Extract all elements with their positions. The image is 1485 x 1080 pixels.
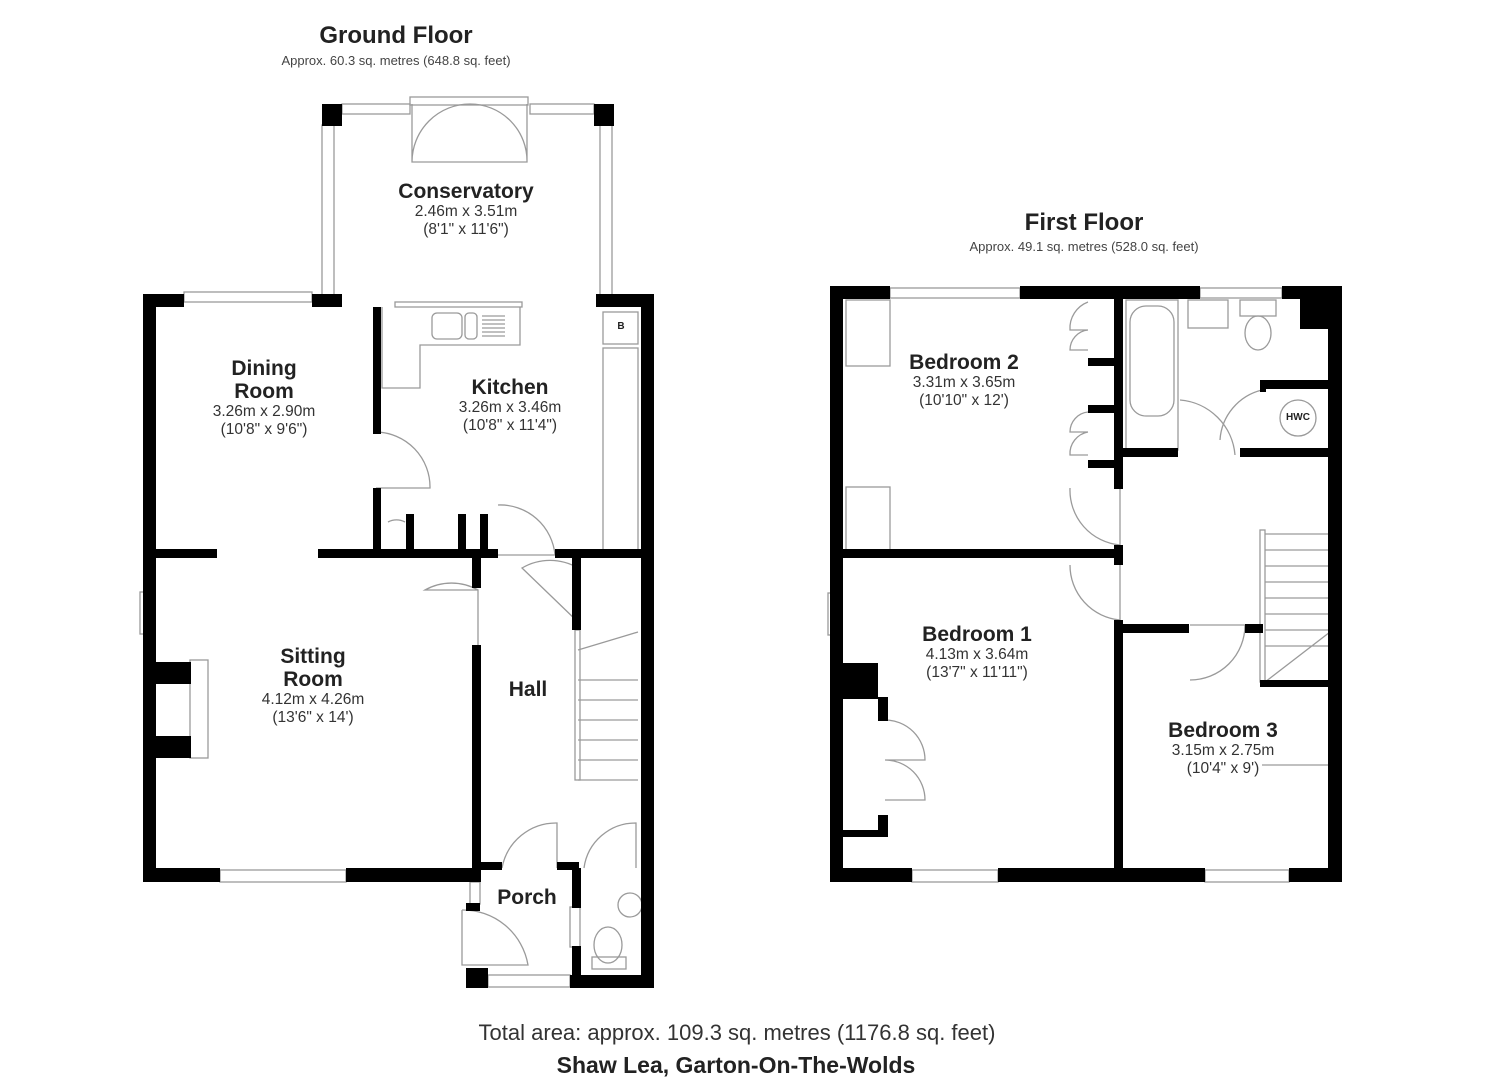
room-name: Bedroom 1 xyxy=(922,623,1032,646)
window xyxy=(321,124,335,296)
room-metric: 3.26m x 2.90m xyxy=(212,403,316,420)
room-bedroom-1: Bedroom 1 4.13m x 3.64m (13'7" x 11'11") xyxy=(922,623,1032,682)
first-floor-area: Approx. 49.1 sq. metres (528.0 sq. feet) xyxy=(969,239,1199,254)
window xyxy=(341,103,411,115)
room-imperial: (10'10" x 12') xyxy=(919,392,1009,409)
first-floor-title: First Floor xyxy=(1024,209,1144,236)
room-metric: 2.46m x 3.51m xyxy=(414,203,518,220)
room-name: Bedroom 2 xyxy=(909,351,1019,374)
room-bedroom-2: Bedroom 2 3.31m x 3.65m (10'10" x 12') xyxy=(909,351,1019,410)
room-kitchen: Kitchen 3.26m x 3.46m (10'8" x 11'4") xyxy=(459,376,562,435)
property-address: Shaw Lea, Garton-On-The-Wolds xyxy=(556,1052,916,1078)
room-dining-room: Dining Room 3.26m x 2.90m (10'8" x 9'6") xyxy=(213,357,316,439)
room-metric: 3.26m x 3.46m xyxy=(458,399,562,416)
room-name: Conservatory xyxy=(398,180,534,203)
room-imperial: (10'8" x 9'6") xyxy=(220,421,308,438)
room-imperial: (13'6" x 14') xyxy=(272,709,354,726)
room-hall: Hall xyxy=(508,678,548,701)
room-imperial: (13'7" x 11'11") xyxy=(926,664,1028,681)
room-metric: 4.13m x 3.64m xyxy=(925,646,1029,663)
room-imperial: (8'1" x 11'6") xyxy=(423,221,509,238)
room-name-line2: Room xyxy=(234,380,294,403)
room-metric: 4.12m x 4.26m xyxy=(261,691,365,708)
room-metric: 3.15m x 2.75m xyxy=(1171,742,1275,759)
room-name: Kitchen xyxy=(471,376,549,399)
room-name: Dining xyxy=(231,357,297,380)
room-name: Bedroom 3 xyxy=(1168,719,1278,742)
ground-floor-title: Ground Floor xyxy=(319,22,473,49)
room-conservatory: Conservatory 2.46m x 3.51m (8'1" x 11'6"… xyxy=(398,180,533,239)
room-imperial: (10'8" x 11'4") xyxy=(462,417,558,434)
hot-water-cylinder-label: HWC xyxy=(1286,412,1310,423)
room-name: Sitting xyxy=(280,645,346,668)
boiler-label: B xyxy=(617,321,625,332)
room-sitting-room: Sitting Room 4.12m x 4.26m (13'6" x 14') xyxy=(262,645,365,727)
room-metric: 3.31m x 3.65m xyxy=(912,374,1016,391)
ground-floor-area: Approx. 60.3 sq. metres (648.8 sq. feet) xyxy=(281,53,511,68)
window xyxy=(599,124,613,296)
room-bedroom-3: Bedroom 3 3.15m x 2.75m (10'4" x 9') xyxy=(1168,719,1278,778)
room-porch: Porch xyxy=(497,886,557,909)
room-name-line2: Room xyxy=(283,668,343,691)
room-imperial: (10'4" x 9') xyxy=(1186,760,1260,777)
total-area: Total area: approx. 109.3 sq. metres (11… xyxy=(478,1020,996,1045)
window xyxy=(529,103,595,115)
